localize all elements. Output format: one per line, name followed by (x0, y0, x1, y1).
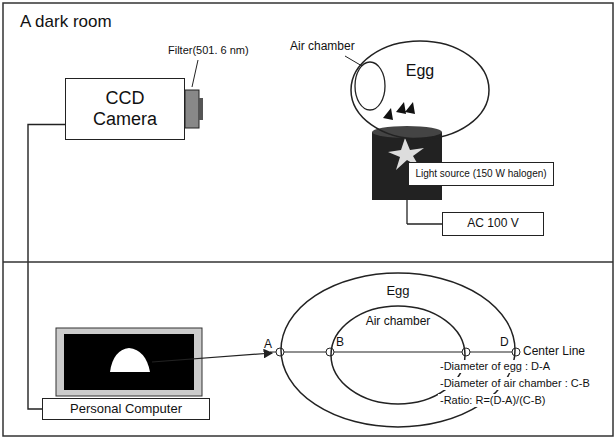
panel-title: A dark room (20, 12, 112, 32)
center-line (270, 351, 520, 352)
leader-line (345, 56, 362, 66)
definition: -Ratio: R=(D-A)/(C-B) (438, 394, 547, 407)
camera-box: CCD Camera (65, 78, 185, 140)
filter (185, 90, 199, 128)
point (276, 348, 284, 356)
label-box: Personal Computer (42, 398, 210, 420)
light-ray (383, 102, 415, 120)
point (512, 348, 520, 356)
screen (64, 334, 194, 390)
node-text: Light source (150 W halogen) (415, 168, 546, 180)
node-text: Egg (406, 62, 434, 80)
filter-label: Filter(501. 6 nm) (168, 44, 249, 57)
air-chamber-circle: Air chamber (330, 305, 466, 405)
egg-image (110, 348, 150, 372)
air-chamber (355, 62, 385, 110)
point-letter: B (336, 336, 344, 350)
node-text: AC 100 V (467, 217, 518, 231)
definition: -Diameter of air chamber : C-B (438, 377, 592, 390)
point-letter: A (264, 338, 272, 352)
point (326, 348, 334, 356)
node-text: Air chamber (366, 315, 431, 329)
label-box: Light source (150 W halogen) (408, 162, 554, 186)
power-wire (407, 223, 442, 224)
power-wire (406, 200, 407, 224)
leader-line (192, 60, 198, 87)
point-letter: D (500, 336, 509, 350)
line-label: Center Line (523, 345, 585, 359)
node-text: Personal Computer (70, 402, 182, 417)
label-box: AC 100 V (442, 212, 544, 236)
definition: -Diameter of egg : D-A (438, 360, 552, 373)
frame (3, 3, 613, 436)
node-text: Egg (386, 284, 409, 299)
monitor (56, 328, 202, 396)
ellipse-outline (350, 40, 490, 140)
point (462, 348, 470, 356)
pointer-arrow (152, 353, 272, 362)
egg-outline: Egg (350, 40, 490, 140)
divider (3, 261, 613, 263)
part-label: Air chamber (290, 40, 355, 54)
filter-lens (199, 98, 203, 120)
node-text: CCD Camera (85, 88, 165, 129)
